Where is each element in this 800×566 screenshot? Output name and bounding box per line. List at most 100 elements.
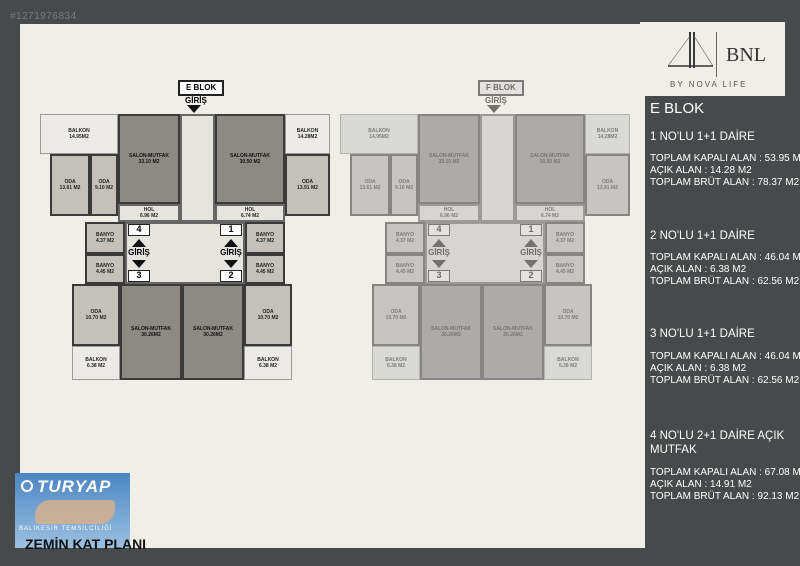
room-label: 6.38 M2 bbox=[86, 363, 106, 369]
brand-logo: BNL BY NOVA LIFE bbox=[640, 22, 785, 96]
unit-4-closed: TOPLAM KAPALI ALAN : 67.08 M2 bbox=[650, 467, 800, 478]
room-label: 33.10 M2 bbox=[438, 159, 460, 165]
room-label: SALON-MUTFAK bbox=[193, 326, 233, 332]
room-label: 30.50 M2 bbox=[239, 159, 261, 165]
arrow-down-icon bbox=[432, 260, 446, 268]
unit-3-closed: TOPLAM KAPALI ALAN : 46.04 M2 bbox=[650, 351, 800, 362]
room-label: 6.74 M2 bbox=[240, 213, 260, 219]
room-label: BANYO bbox=[555, 263, 575, 269]
agency-name: TURYAP bbox=[37, 477, 112, 496]
block-label: E BLOK bbox=[178, 80, 225, 96]
arrow-up-icon bbox=[432, 239, 446, 247]
unit-number-4: 4 bbox=[428, 224, 450, 236]
room-label: ODA bbox=[390, 309, 402, 315]
room-label: SALON-MUTFAK bbox=[429, 153, 469, 159]
room-label: 13.61 M2 bbox=[59, 185, 81, 191]
room-label: 9.10 M2 bbox=[94, 185, 114, 191]
room-label: 4.45 M2 bbox=[395, 269, 415, 275]
room-label: 4.37 M2 bbox=[95, 238, 115, 244]
room-label: 30.26M2 bbox=[441, 332, 461, 338]
unit-3-gross: TOPLAM BRÜT ALAN : 62.56 M2 bbox=[650, 375, 800, 386]
unit-number-2: 2 bbox=[520, 270, 542, 282]
room-label: 30.50 M2 bbox=[539, 159, 561, 165]
room-label: HOL bbox=[244, 207, 256, 213]
room-label: BANYO bbox=[395, 232, 415, 238]
room-label: 30.26M2 bbox=[141, 332, 161, 338]
room-label: ODA bbox=[64, 179, 76, 185]
room-label: ODA bbox=[364, 179, 376, 185]
room-label: SALON-MUTFAK bbox=[530, 153, 570, 159]
corridor bbox=[480, 114, 515, 222]
room-label: SALON-MUTFAK bbox=[129, 153, 169, 159]
entrance-label: GİRİŞ bbox=[428, 248, 450, 257]
unit-2-title: 2 NO'LU 1+1 DAİRE bbox=[650, 230, 755, 242]
unit-number-1: 1 bbox=[220, 224, 242, 236]
unit-number-1: 1 bbox=[520, 224, 542, 236]
listing-id: #1271976834 bbox=[10, 11, 77, 22]
room-label: 4.45 M2 bbox=[95, 269, 115, 275]
room-label: 4.37 M2 bbox=[555, 238, 575, 244]
handshake-icon bbox=[35, 500, 115, 524]
unit-1-closed: TOPLAM KAPALI ALAN : 53.95 M2 bbox=[650, 153, 800, 164]
room-label: ODA bbox=[262, 309, 274, 315]
room-label: ODA bbox=[98, 179, 110, 185]
room-label: ODA bbox=[398, 179, 410, 185]
room-label: 6.38 M2 bbox=[558, 363, 578, 369]
logo-divider bbox=[716, 32, 717, 77]
room-label: BALKON bbox=[85, 357, 107, 363]
room-label: 9.10 M2 bbox=[394, 185, 414, 191]
info-title: E BLOK bbox=[650, 100, 705, 117]
room-label: BALKON bbox=[368, 128, 390, 134]
room-label: 14.95M2 bbox=[69, 134, 89, 140]
room-label: 10.70 M2 bbox=[557, 315, 579, 321]
room-label: SALON-MUTFAK bbox=[431, 326, 471, 332]
unit-4-gross: TOPLAM BRÜT ALAN : 92.13 M2 bbox=[650, 491, 800, 502]
entrance-arrow-icon bbox=[187, 105, 201, 113]
arrow-up-icon bbox=[224, 239, 238, 247]
room-label: 13.91 M2 bbox=[597, 185, 618, 191]
room-label: BANYO bbox=[555, 232, 575, 238]
room-label: 4.45 M2 bbox=[555, 269, 575, 275]
room-label: SALON-MUTFAK bbox=[131, 326, 171, 332]
arrow-down-icon bbox=[224, 260, 238, 268]
room-label: BALKON bbox=[257, 357, 279, 363]
room-label: HOL bbox=[544, 207, 556, 213]
unit-number-3: 3 bbox=[128, 270, 150, 282]
room-label: 6.74 M2 bbox=[540, 213, 560, 219]
unit-number-3: 3 bbox=[428, 270, 450, 282]
room-label: BANYO bbox=[255, 263, 275, 269]
unit-1-title: 1 NO'LU 1+1 DAİRE bbox=[650, 131, 755, 143]
unit-4-title: 4 NO'LU 2+1 DAİRE AÇIK bbox=[650, 430, 785, 442]
unit-3-title: 3 NO'LU 1+1 DAİRE bbox=[650, 328, 755, 340]
room-label: ODA bbox=[301, 179, 314, 185]
room-label: 10.70 M2 bbox=[385, 315, 407, 321]
unit-2-open: AÇIK ALAN : 6.38 M2 bbox=[650, 264, 747, 275]
corridor bbox=[180, 114, 215, 222]
room-label: 4.45 M2 bbox=[255, 269, 275, 275]
room-label: HOL bbox=[143, 207, 155, 213]
room-label: 14.95M2 bbox=[369, 134, 389, 140]
arrow-down-icon bbox=[524, 260, 538, 268]
unit-4-title-cont: MUTFAK bbox=[650, 444, 697, 456]
agency-emblem-icon bbox=[21, 480, 33, 492]
